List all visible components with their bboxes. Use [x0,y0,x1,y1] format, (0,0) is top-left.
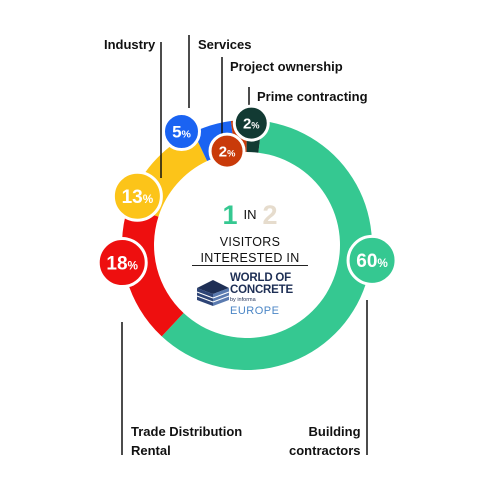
slice-trade-distribution-rental [121,206,184,337]
label-prime-contracting: Prime contracting [257,89,368,104]
ratio-numerator: 1 [222,200,238,230]
data-label-trade-distribution-rental: 18% [106,253,138,274]
value-bubble-building-contractors: 60% [346,234,398,286]
data-label-prime-contracting: 2% [243,115,260,132]
world-of-concrete-logo: WORLD OF CONCRETE by informa EUROPE [196,272,306,320]
label-services: Services [198,37,252,52]
center-line-interested: INTERESTED IN [200,251,300,265]
value-bubble-industry: 13% [111,170,163,222]
data-label-project-ownership: 2% [219,143,236,160]
value-bubble-prime-contracting: 2% [232,104,270,142]
logo-region: EUROPE [230,305,280,317]
label-building-line2: contractors [289,443,361,458]
label-trade-line1: Trade Distribution [131,424,243,439]
ratio-in-word: IN [243,207,257,222]
bubble-circle-prime-contracting [232,104,270,142]
center-caption: 1 IN 2 VISITORS INTERESTED IN [190,200,310,266]
bubble-circle-trade-distribution-rental [96,237,148,289]
leader-lines [121,35,368,455]
bubble-circle-building-contractors [346,234,398,286]
label-project-ownership: Project ownership [230,59,343,74]
logo-mark-icon [196,280,230,306]
logo-title-line1: WORLD OF [230,272,291,284]
logo-by: by informa [230,297,256,303]
label-building-line1: Building [308,424,361,439]
label-trade-line2: Rental [131,443,171,458]
bubble-circle-industry [111,170,163,222]
logo-title: WORLD OF CONCRETE [230,272,293,296]
value-bubble-project-ownership: 2% [208,132,246,170]
logo-title-line2: CONCRETE [230,284,293,296]
center-line-visitors: VISITORS [219,235,281,249]
center-divider [192,265,308,266]
value-bubble-trade-distribution-rental: 18% [96,237,148,289]
ratio: 1 IN 2 [190,200,310,234]
bubble-circle-services [162,112,201,152]
ratio-denominator: 2 [262,200,278,230]
label-trade-distribution-rental: Trade Distribution Rental [131,422,242,460]
data-label-industry: 13% [122,187,154,208]
bubble-circle-project-ownership [208,132,246,170]
label-building-contractors: Building contractors [289,422,361,460]
data-label-services: 5% [172,123,191,142]
label-industry: Industry [104,37,156,52]
value-bubble-services: 5% [162,112,201,152]
data-label-building-contractors: 60% [356,251,388,272]
slice-building-contractors [161,120,372,370]
value-bubbles: 13% 18% 60% 5% 2% 2% [96,104,398,289]
